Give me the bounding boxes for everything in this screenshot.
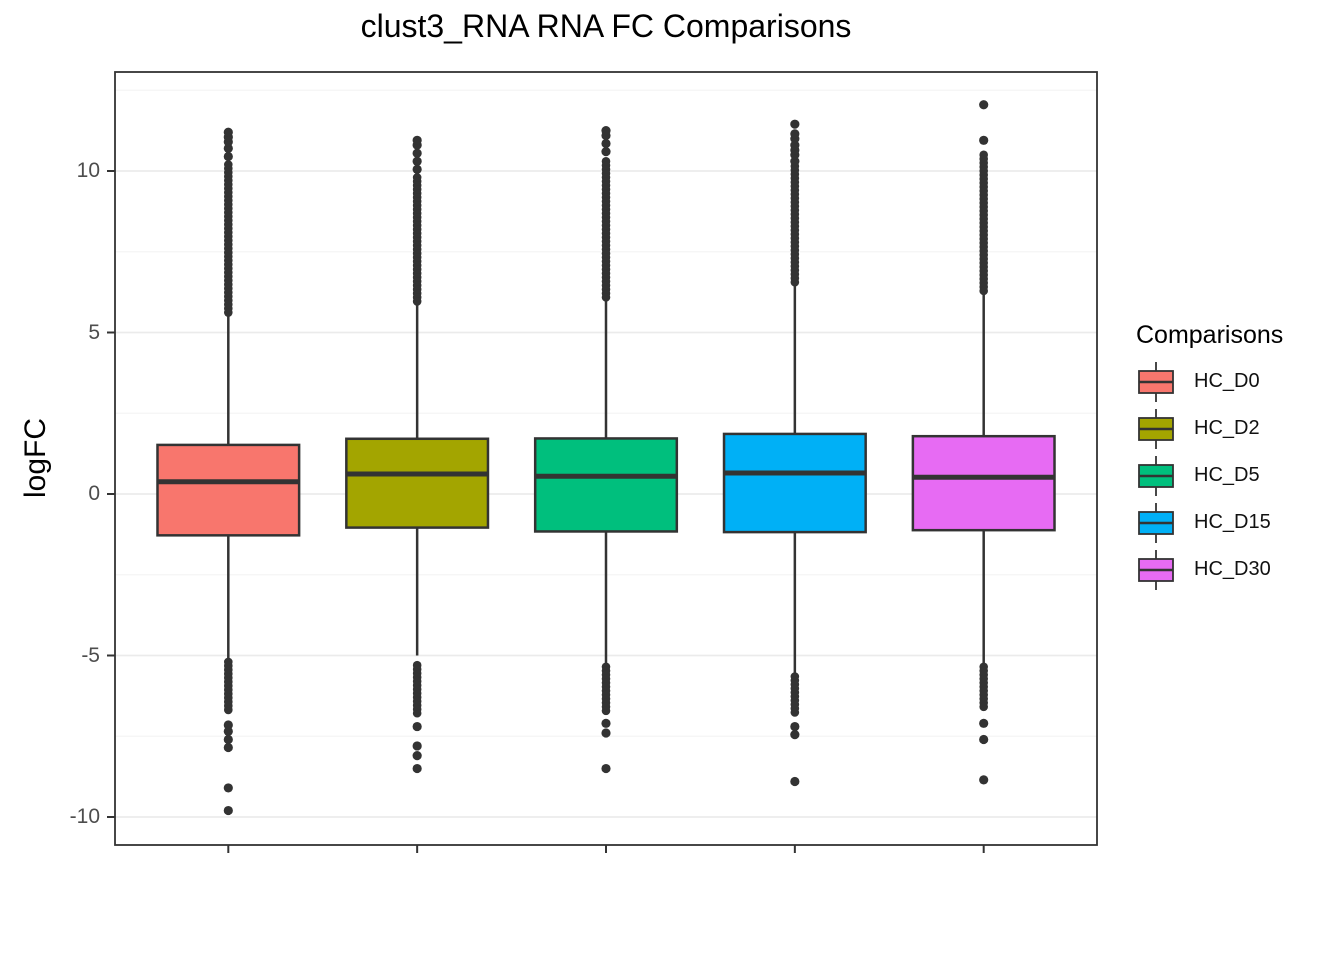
outlier-dot-HC_D5 (601, 763, 611, 774)
outlier-strip-low-HC_D2 (412, 708, 422, 718)
outlier-dot-HC_D15 (790, 721, 800, 732)
outlier-strip-high-HC_D30 (979, 286, 988, 296)
outlier-strip-high-HC_D2 (412, 297, 422, 306)
legend-item-HC_D5: HC_D5 (1136, 452, 1341, 499)
outlier-dot-HC_D0 (223, 742, 233, 753)
chart-title: clust3_RNA RNA FC Comparisons (360, 8, 852, 44)
outlier-dot-HC_D2 (412, 148, 422, 158)
outlier-dot-HC_D0 (223, 143, 233, 153)
legend-key-icon-HC_D5 (1138, 455, 1174, 496)
outlier-dot-HC_D0 (223, 720, 233, 730)
outlier-dot-HC_D5 (601, 138, 611, 149)
outlier-dot-HC_D15 (790, 776, 800, 787)
outlier-dot-HC_D15 (790, 140, 800, 150)
y-tick-label--10: -10 (69, 805, 100, 828)
outlier-dot-HC_D15 (790, 129, 800, 139)
outlier-strip-high-HC_D15 (790, 277, 800, 287)
outlier-dot-HC_D2 (412, 721, 422, 732)
outlier-dot-HC_D5 (601, 126, 611, 136)
outlier-dot-HC_D2 (412, 156, 422, 166)
boxplot-box-HC_D30 (911, 434, 1056, 532)
outlier-dot-HC_D0 (223, 127, 233, 137)
outlier-strip-high-HC_D0 (224, 308, 233, 317)
y-tick-label-5: 5 (88, 320, 100, 344)
legend-item-label: HC_D2 (1194, 417, 1260, 439)
legend-item-label: HC_D5 (1194, 464, 1260, 486)
legend-item-HC_D2: HC_D2 (1136, 405, 1341, 452)
legend-item-HC_D0: HC_D0 (1136, 358, 1341, 405)
y-tick-label-0: 0 (88, 482, 100, 505)
boxplot-box-HC_D15 (722, 432, 867, 534)
outlier-strip-low-HC_D0 (224, 705, 233, 715)
legend-item-HC_D30: HC_D30 (1136, 546, 1341, 593)
legend-item-label: HC_D15 (1194, 511, 1271, 533)
outlier-dot-HC_D0 (223, 726, 233, 737)
outlier-dot-HC_D2 (412, 741, 422, 751)
legend-key-icon-HC_D30 (1138, 549, 1174, 590)
outlier-dot-HC_D5 (601, 147, 611, 157)
panel-border (114, 71, 1098, 846)
outlier-dot-HC_D15 (790, 156, 800, 166)
outlier-dot-HC_D0 (223, 805, 233, 816)
outlier-dot-HC_D30 (979, 135, 989, 145)
legend-item-label: HC_D30 (1194, 558, 1271, 580)
outlier-strip-low-HC_D30 (979, 702, 988, 712)
outlier-dot-HC_D0 (223, 783, 233, 793)
outlier-strip-low-HC_D5 (601, 706, 611, 716)
outlier-dot-HC_D2 (412, 751, 422, 761)
legend-key-icon-HC_D15 (1138, 502, 1174, 543)
outlier-dot-HC_D2 (412, 164, 422, 174)
outlier-dot-HC_D5 (601, 728, 611, 738)
boxplot-box-HC_D2 (345, 437, 490, 529)
legend-item-label: HC_D0 (1194, 370, 1260, 392)
outlier-dot-HC_D30 (979, 734, 989, 745)
outlier-dot-HC_D15 (790, 119, 800, 129)
outlier-dot-HC_D5 (601, 718, 611, 728)
boxplot-box-HC_D5 (533, 437, 679, 533)
y-tick-label-10: 10 (76, 159, 100, 182)
outlier-dot-HC_D15 (790, 730, 800, 740)
outlier-dot-HC_D2 (412, 763, 422, 774)
outlier-dot-HC_D2 (412, 135, 422, 145)
outlier-strip-high-HC_D5 (601, 293, 611, 302)
outlier-dot-HC_D0 (223, 734, 233, 745)
outlier-dot-HC_D30 (979, 718, 989, 728)
legend-item-HC_D15: HC_D15 (1136, 499, 1341, 546)
y-tick-label--5: -5 (81, 643, 100, 667)
legend-key-icon-HC_D2 (1138, 408, 1174, 449)
legend-key-icon-HC_D0 (1138, 361, 1174, 402)
outlier-dot-HC_D0 (223, 151, 233, 162)
outlier-strip-low-HC_D15 (790, 708, 800, 717)
legend-title: Comparisons (1136, 321, 1284, 349)
boxplot-box-HC_D0 (156, 443, 301, 537)
outlier-dot-HC_D30 (979, 775, 989, 785)
outlier-dot-HC_D30 (979, 100, 989, 110)
